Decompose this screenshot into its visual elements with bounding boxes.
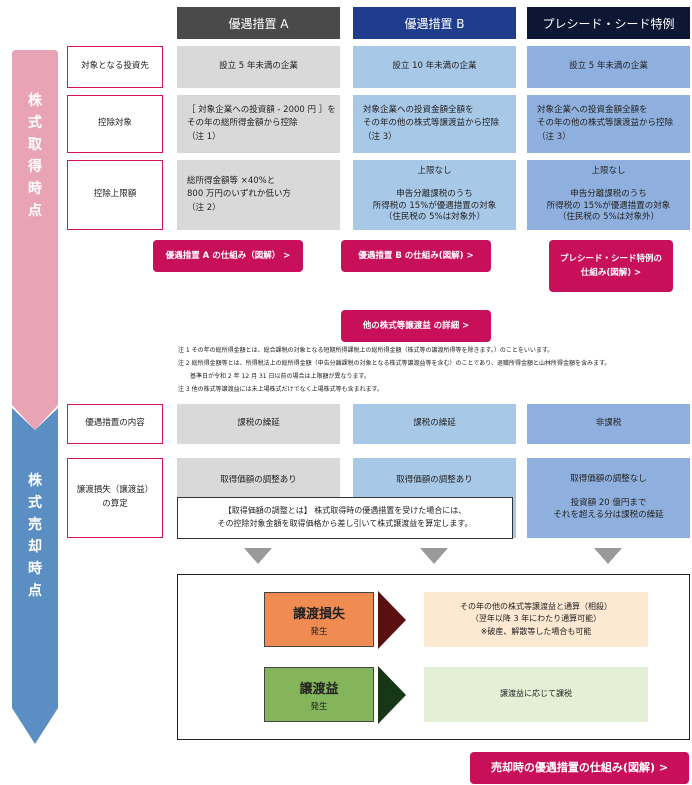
- gain-sub: 発生: [310, 701, 328, 712]
- loss-box: 譲渡損失 発生: [264, 592, 374, 647]
- note-3: 注 3 他の株式等譲渡益には未上場株式だけでなく上場株式等も含まれます。: [178, 386, 384, 393]
- cell-target-a: 設立 5 年未満の企業: [177, 46, 340, 88]
- notes: 注 1 その年の総所得金額とは、総合課税の対象となる短期所得課税上の総所得金額（…: [178, 344, 610, 396]
- note-2: 注 2 総所得金額等とは、所得税法上の総所得金額（申告分離課税の対象となる株式等…: [178, 360, 611, 367]
- cell-target-b: 設立 10 年未満の企業: [353, 46, 516, 88]
- sale-mechanism-button[interactable]: 売却時の優遇措置の仕組み(図解) >: [470, 752, 689, 784]
- header-col-c: プレシード・シード特例: [527, 7, 690, 39]
- gain-box: 譲渡益 発生: [264, 667, 374, 722]
- link-button-b[interactable]: 優遇措置 B の仕組み(図解) >: [341, 240, 491, 272]
- sale-char: 点: [28, 583, 42, 599]
- cell-benefit-c: 非課税: [527, 404, 690, 444]
- sale-band: [12, 408, 58, 744]
- acq-char: 取: [28, 137, 42, 153]
- sale-char: 株: [28, 473, 42, 489]
- down-arrow-a: [244, 548, 272, 564]
- gain-desc: 譲渡益に応じて課税: [424, 667, 648, 722]
- loss-sub: 発生: [310, 626, 328, 637]
- acq-char: 株: [28, 93, 42, 109]
- link-button-c[interactable]: プレシード・シード特例の 仕組み(図解) >: [549, 240, 673, 292]
- cell-deduction-target-a: ［ 対象企業への投資額 - 2000 円 ］を その年の総所得金額から控除 （注…: [177, 95, 340, 153]
- loss-desc: その年の他の株式等譲渡益と通算（相殺） （翌年以降 3 年にわたり通算可能） ※…: [424, 592, 648, 647]
- note-2-sub: 基準日が令和 2 年 12 月 31 日以前の場合は上限額が異なります。: [190, 373, 370, 380]
- down-arrow-b: [420, 548, 448, 564]
- cell-deduction-target-b: 対象企業への投資金額全額を その年の他の株式等譲渡益から控除 （注 3）: [353, 95, 516, 153]
- adjustment-note-box: 【取得価額の調整とは】 株式取得時の優遇措置を受けた場合には、 その控除対象金額…: [177, 497, 513, 539]
- sale-char: 却: [28, 539, 42, 555]
- cell-deduction-limit-b: 上限なし 申告分離課税のうち 所得税の 15%が優遇措置の対象 （住民税の 5%…: [353, 160, 516, 230]
- row-label-calc: 譲渡損失（譲渡益） の算定: [67, 458, 163, 538]
- cell-target-c: 設立 5 年未満の企業: [527, 46, 690, 88]
- link-button-a[interactable]: 優遇措置 A の仕組み（図解） >: [153, 240, 303, 272]
- cell-benefit-a: 課税の繰延: [177, 404, 340, 444]
- acquisition-band-label: 株 式 取 得 時 点: [12, 90, 58, 222]
- cell-calc-c: 取得価額の調整なし 投資額 20 億円まで それを超える分は課税の繰延: [527, 458, 690, 538]
- acq-char: 時: [28, 181, 42, 197]
- note-1: 注 1 その年の総所得金額とは、総合課税の対象となる短期所得課税上の総所得金額（…: [178, 347, 554, 354]
- row-label-deduction-target: 控除対象: [67, 95, 163, 153]
- sale-char: 売: [28, 517, 42, 533]
- link-button-detail[interactable]: 他の株式等譲渡益 の詳細 >: [341, 310, 491, 342]
- row-label-benefit: 優遇措置の内容: [67, 404, 163, 444]
- cell-deduction-limit-c: 上限なし 申告分離課税のうち 所得税の 15%が優遇措置の対象 （住民税の 5%…: [527, 160, 690, 230]
- header-col-b: 優遇措置 B: [353, 7, 516, 39]
- acquisition-band: [12, 50, 58, 430]
- acq-char: 式: [28, 115, 42, 131]
- sale-char: 式: [28, 495, 42, 511]
- sale-char: 時: [28, 561, 42, 577]
- loss-arrow-icon: [378, 591, 406, 649]
- acq-char: 点: [28, 203, 42, 219]
- cell-deduction-target-c: 対象企業への投資金額全額を その年の他の株式等譲渡益から控除 （注 3）: [527, 95, 690, 153]
- row-label-deduction-limit: 控除上限額: [67, 160, 163, 230]
- acq-char: 得: [28, 159, 42, 175]
- loss-title: 譲渡損失: [292, 606, 345, 622]
- down-arrow-c: [594, 548, 622, 564]
- row-label-target: 対象となる投資先: [67, 46, 163, 88]
- gain-arrow-icon: [378, 666, 406, 724]
- cell-deduction-limit-a: 総所得金額等 ×40%と 800 万円のいずれか低い方 （注 2）: [177, 160, 340, 230]
- gain-title: 譲渡益: [299, 681, 339, 697]
- sale-band-label: 株 式 売 却 時 点: [12, 470, 58, 602]
- header-col-a: 優遇措置 A: [177, 7, 340, 39]
- cell-benefit-b: 課税の繰延: [353, 404, 516, 444]
